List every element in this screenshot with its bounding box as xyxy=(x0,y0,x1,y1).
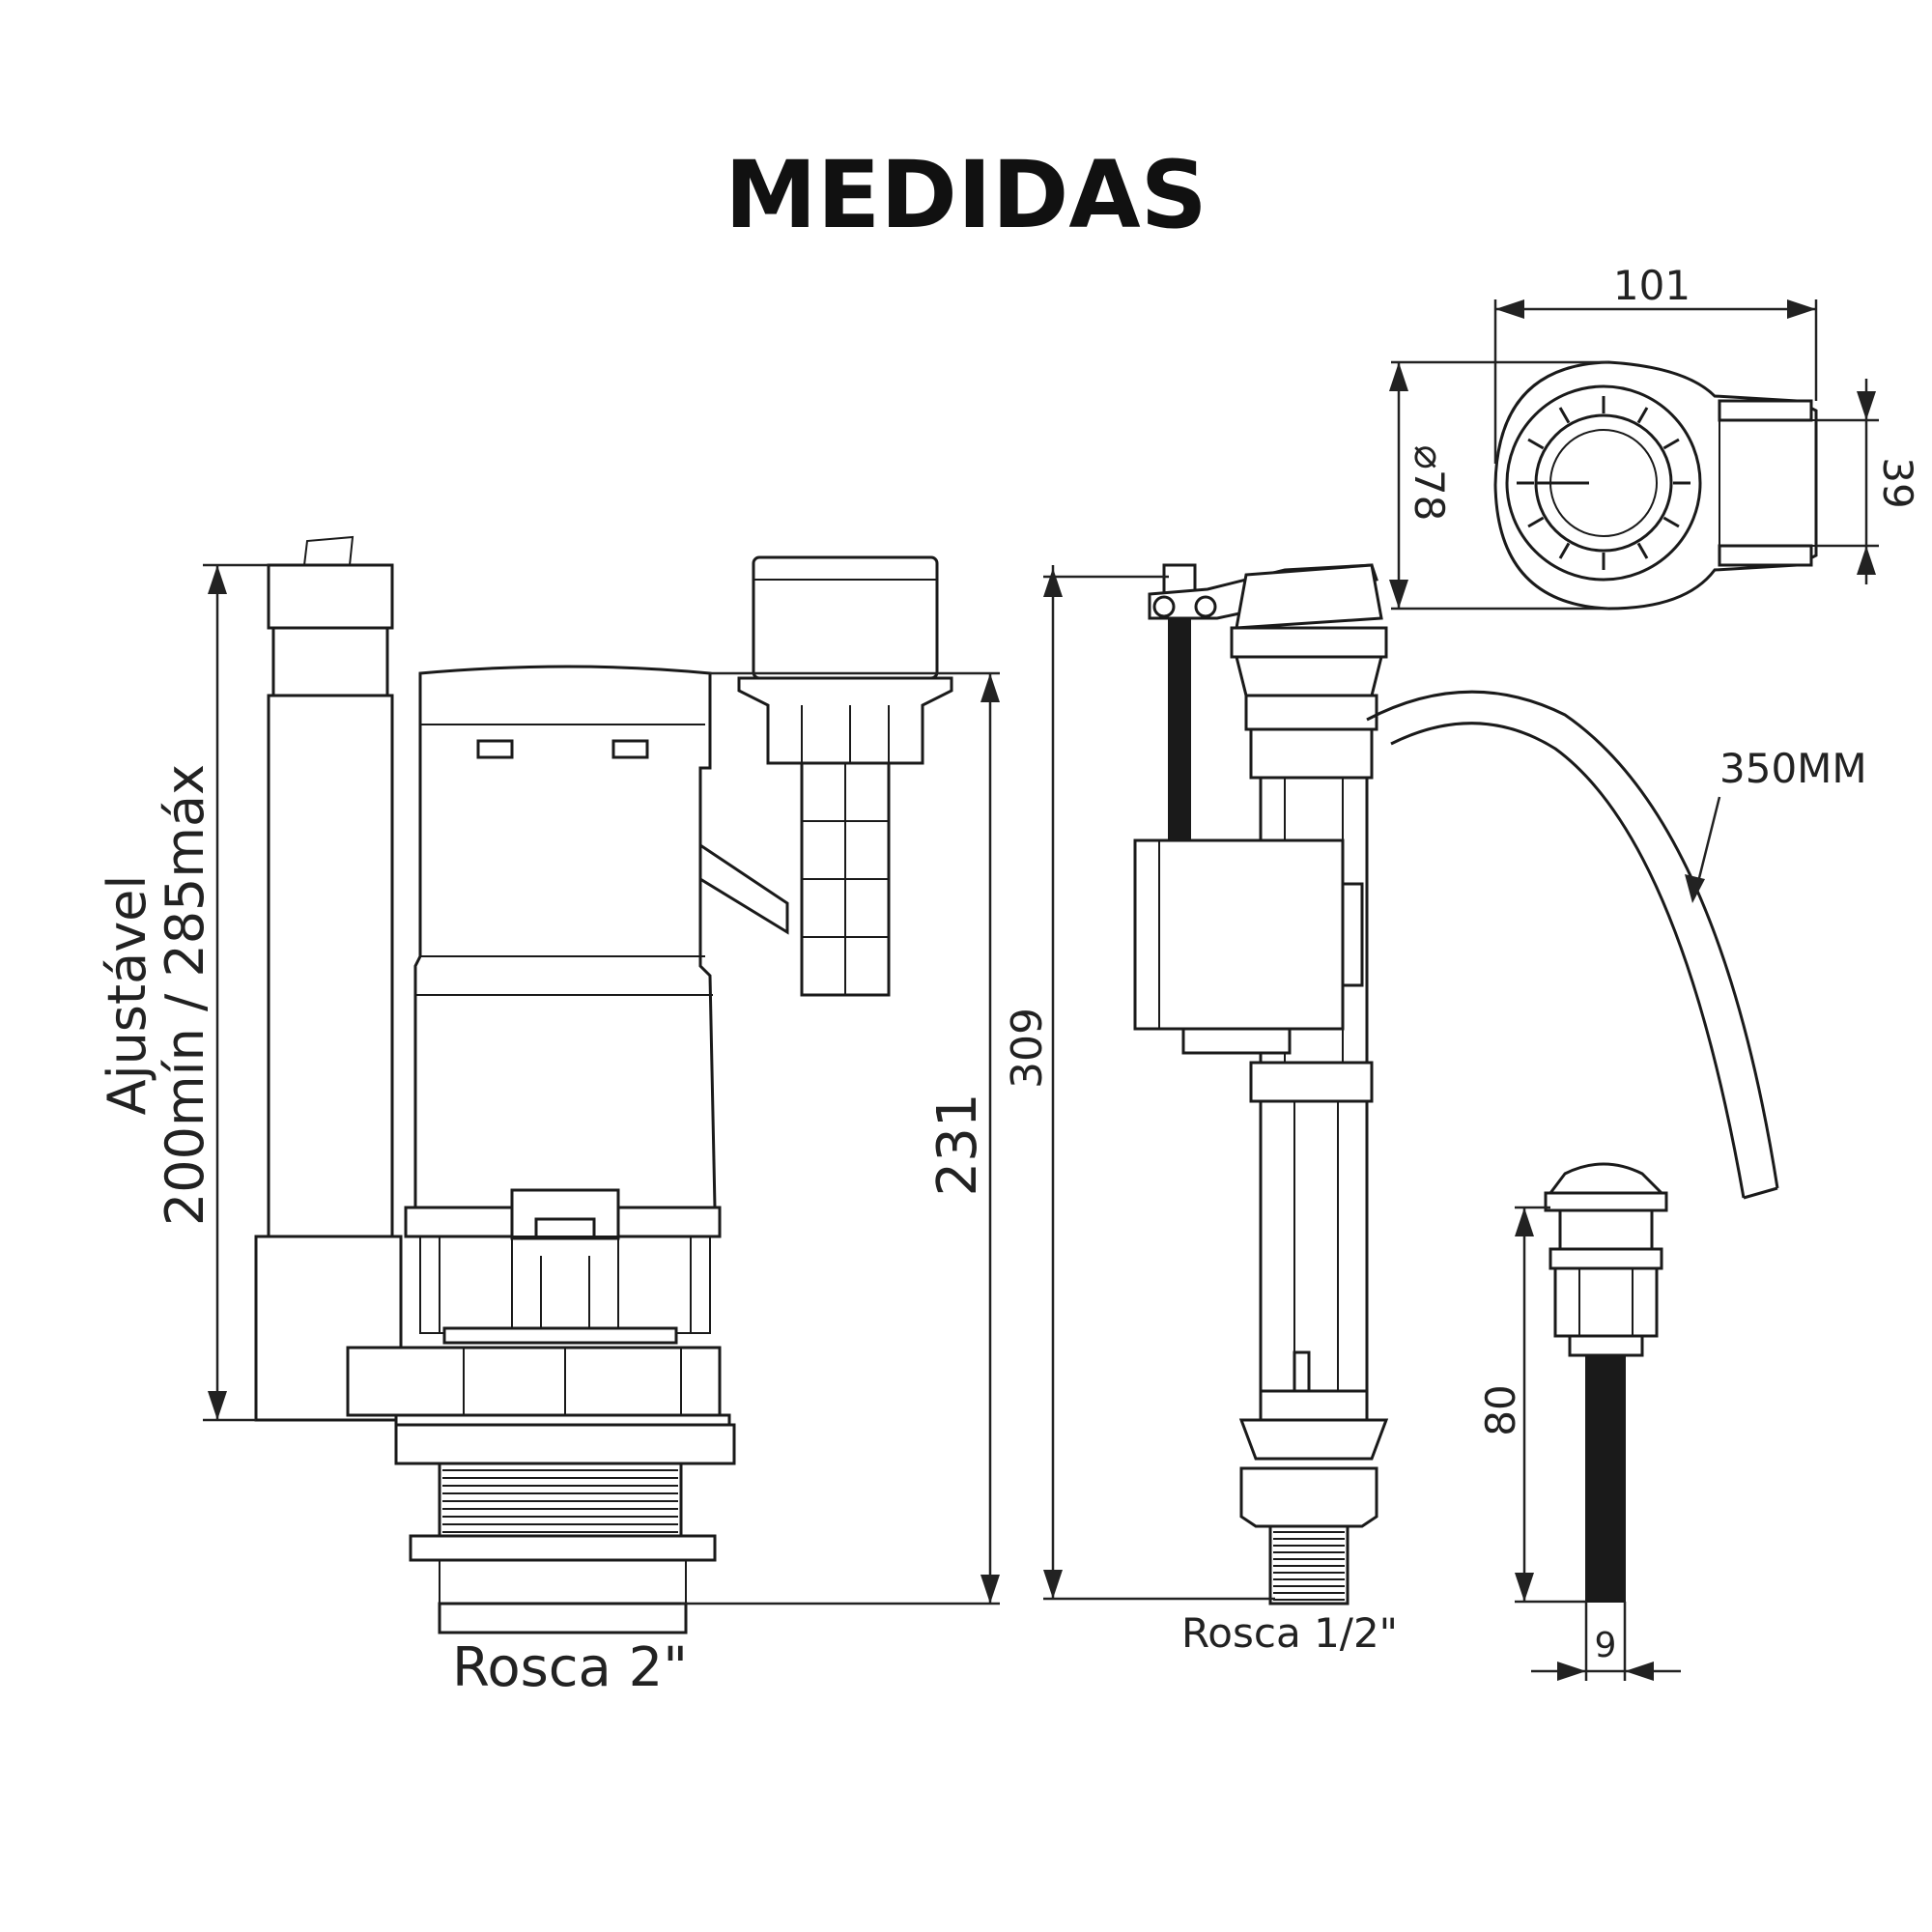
valve-head-ring xyxy=(1230,626,1388,659)
lever-pivot xyxy=(1152,595,1176,618)
thread-lines-half-inch xyxy=(1273,1531,1345,1601)
button-neck xyxy=(1558,1208,1654,1251)
fill-valve-drawing: 350MM 309 Rosca 1/2" xyxy=(1003,563,1867,1657)
arrow-right-101 xyxy=(1787,299,1816,319)
lower-shaft xyxy=(1259,1099,1369,1393)
valve-head-neck xyxy=(1244,694,1378,731)
arrow-up xyxy=(208,565,227,594)
fill-thread-label: Rosca 1/2" xyxy=(1181,1609,1398,1657)
overflow-collar xyxy=(271,626,389,697)
float-cup-clip xyxy=(1341,882,1364,987)
arrow-in-bottom-39 xyxy=(1857,546,1876,575)
top-view-box xyxy=(1719,419,1817,547)
overflow-tube xyxy=(267,694,394,1238)
valve-base-ring xyxy=(346,1346,722,1417)
valve-button-cap xyxy=(752,555,939,680)
top-width-value: 101 xyxy=(1613,262,1690,309)
arrow-down-309 xyxy=(1043,1570,1063,1599)
arrow-down-231 xyxy=(980,1575,1000,1604)
arrow-left-101 xyxy=(1495,299,1524,319)
valve-head-body xyxy=(1235,655,1383,697)
valve-height-value: 231 xyxy=(926,1094,989,1197)
button-base xyxy=(1568,1334,1644,1357)
base-flange xyxy=(394,1423,736,1465)
hose-outer xyxy=(1366,690,1779,1189)
overflow-cap xyxy=(267,563,394,630)
overflow-tab xyxy=(303,535,355,566)
arrow-up-309 xyxy=(1043,568,1063,597)
thread-lines-2in xyxy=(442,1469,678,1533)
button-flange xyxy=(1548,1247,1663,1270)
cage-seal xyxy=(442,1326,678,1345)
top-view-drawing: 101 ⌀78 39 xyxy=(1389,262,1921,611)
arrow-in-top-39 xyxy=(1857,391,1876,420)
spoke xyxy=(1636,542,1649,559)
button-rod-value: 9 xyxy=(1595,1626,1617,1665)
top-diameter-value: ⌀78 xyxy=(1406,445,1453,522)
lower-ring xyxy=(1259,1389,1369,1422)
lever-pivot-2 xyxy=(1194,595,1217,618)
flush-height-label-1: Ajustável xyxy=(97,875,157,1116)
valve-arm xyxy=(698,842,789,935)
lock-nut-body xyxy=(439,1559,687,1605)
button-rim xyxy=(1544,1191,1668,1212)
spoke xyxy=(1558,407,1571,424)
valve-body xyxy=(413,665,717,1209)
valve-head-outlet xyxy=(1249,727,1374,780)
lock-nut xyxy=(409,1534,717,1562)
thread-bottom xyxy=(438,1602,688,1634)
arrow-down-78 xyxy=(1389,580,1408,609)
arrow-up-78 xyxy=(1389,362,1408,391)
arrow-in-left-9 xyxy=(1557,1662,1586,1681)
spoke xyxy=(1527,438,1545,450)
spoke xyxy=(1527,516,1545,528)
valve-head-top xyxy=(1235,563,1383,630)
flush-height-label-2: 200mín / 285máx xyxy=(155,764,215,1226)
body-slot-left xyxy=(476,739,514,759)
arrow-in-right-9 xyxy=(1625,1662,1654,1681)
top-view-tab-lower xyxy=(1718,544,1813,567)
base-cone xyxy=(1238,1418,1389,1461)
spoke xyxy=(1662,516,1680,528)
button-cap xyxy=(1548,1162,1665,1195)
hose-inner xyxy=(1390,722,1746,1199)
button-height-value: 80 xyxy=(1477,1384,1524,1435)
flush-thread-label: Rosca 2" xyxy=(452,1636,688,1699)
arrow-down-80 xyxy=(1515,1573,1534,1602)
spoke xyxy=(1662,438,1680,450)
base-nut xyxy=(1239,1466,1378,1528)
hose-end xyxy=(1743,1186,1778,1200)
flush-valve-drawing: Ajustável 200mín / 285máx 231 Rosca 2" xyxy=(97,535,1000,1699)
cage-latch-slot xyxy=(534,1217,596,1240)
top-view-tab-upper xyxy=(1718,399,1813,422)
spoke xyxy=(1636,407,1649,424)
valve-button-collar xyxy=(737,676,953,765)
top-depth-value: 39 xyxy=(1874,457,1921,508)
arrow-up-231 xyxy=(980,673,1000,702)
hose-callout-arrow xyxy=(1685,874,1705,903)
arrow-down xyxy=(208,1391,227,1420)
float-cup-bottom xyxy=(1181,1027,1292,1055)
arrow-up-80 xyxy=(1515,1208,1534,1236)
page-title: MEDIDAS xyxy=(724,141,1208,249)
float-cup xyxy=(1133,838,1345,1031)
body-slot-right xyxy=(611,739,649,759)
top-view-spokes xyxy=(1517,396,1690,570)
hose-length-label: 350MM xyxy=(1719,745,1867,792)
lower-collar xyxy=(1249,1061,1374,1103)
fill-height-value: 309 xyxy=(1003,1008,1052,1089)
push-button-drawing: 80 9 xyxy=(1477,1162,1681,1681)
spoke xyxy=(1558,542,1571,559)
button-body xyxy=(1553,1266,1659,1338)
button-rod xyxy=(1585,1354,1626,1603)
cage-frame xyxy=(419,1236,711,1334)
hose-callout-line xyxy=(1693,796,1721,895)
